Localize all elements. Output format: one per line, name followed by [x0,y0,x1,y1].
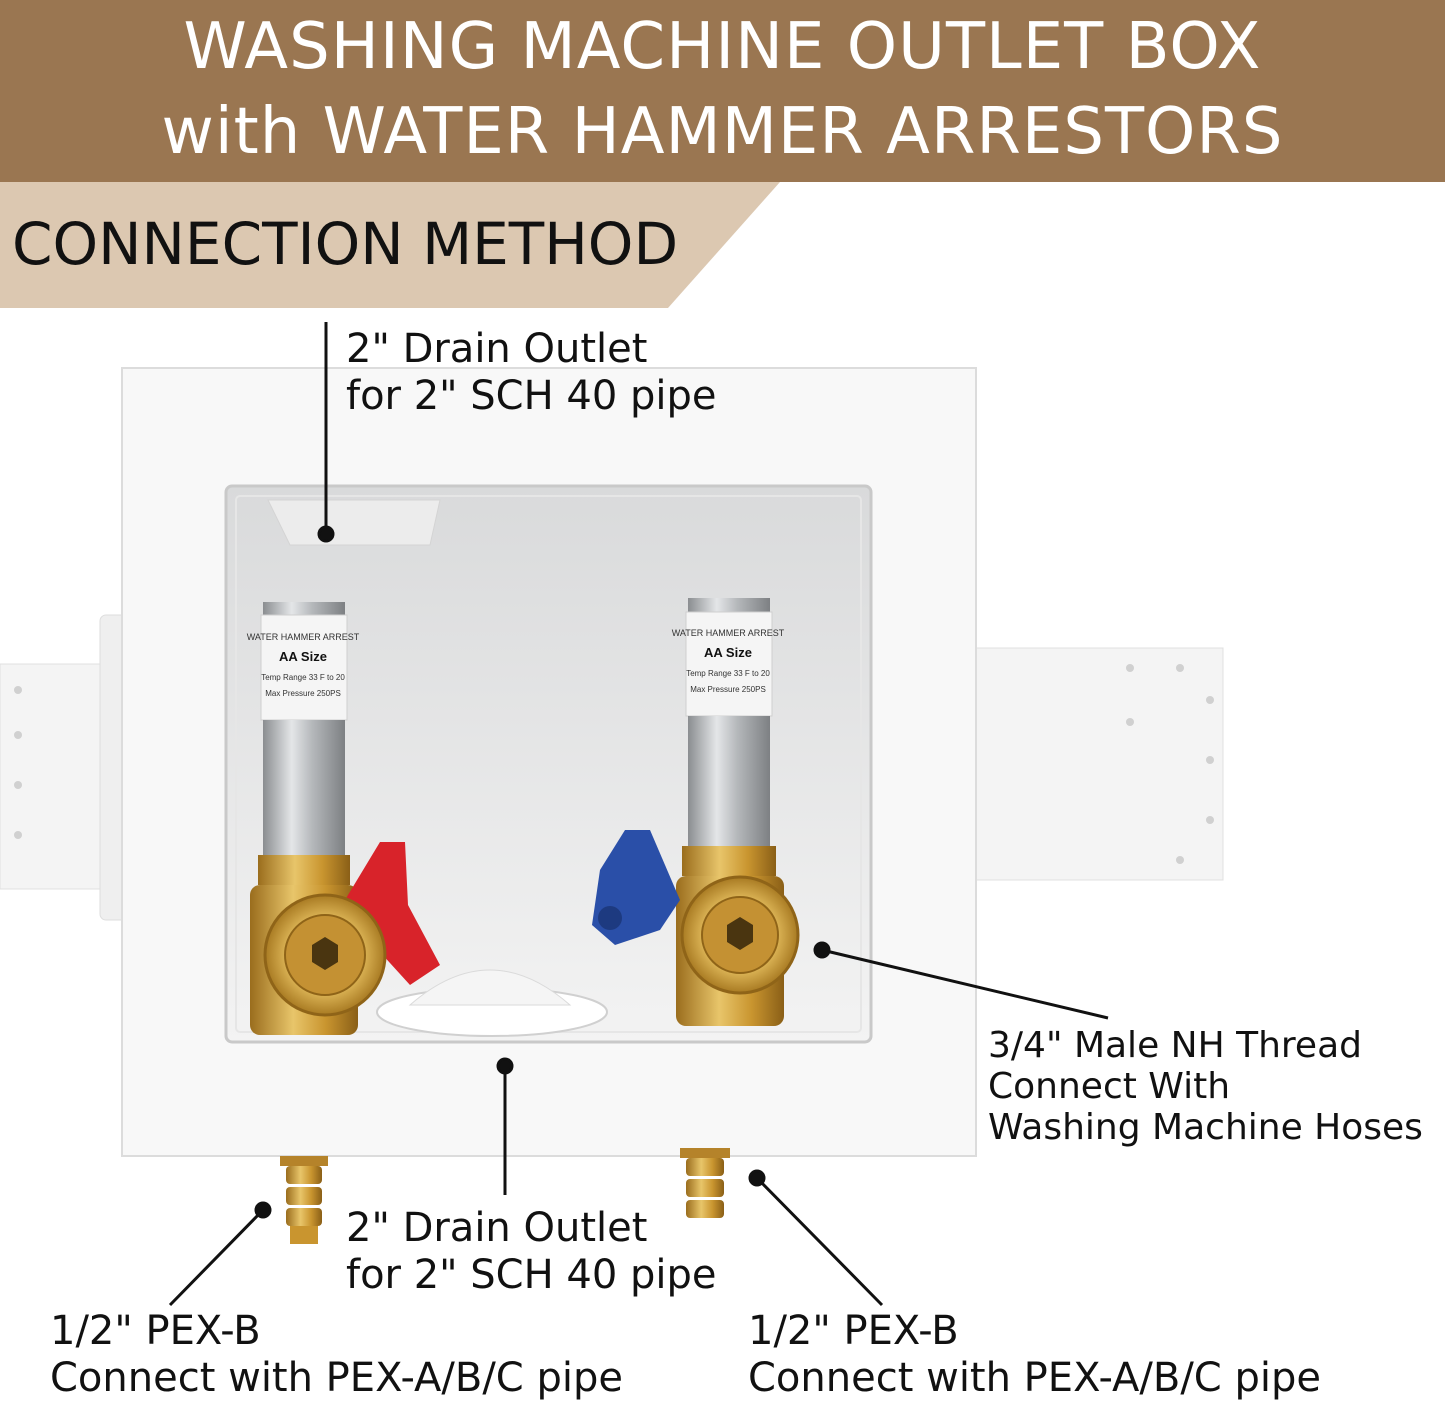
svg-text:AA Size: AA Size [279,649,327,664]
svg-text:Max Pressure 250PS: Max Pressure 250PS [265,689,341,698]
top-drain-opening [267,499,441,546]
callout-thread-line-2: Connect With [988,1066,1231,1107]
callout-drain-top-line-2: for 2" SCH 40 pipe [346,373,717,419]
hot-water-valve [250,602,440,1035]
svg-text:WATER HAMMER ARREST: WATER HAMMER ARREST [247,632,360,642]
hot-arrestor-label: WATER HAMMER ARREST AA Size Temp Range 3… [247,632,360,698]
right-mounting-flange [974,647,1224,881]
callout-pex-left-line-1: 1/2" PEX-B [50,1308,261,1354]
svg-text:Max Pressure 250PS: Max Pressure 250PS [690,685,766,694]
callout-drain-top-line-1: 2" Drain Outlet [346,326,648,372]
svg-text:WATER HAMMER ARREST: WATER HAMMER ARREST [672,628,785,638]
callout-drain-top: 2" Drain Outlet for 2" SCH 40 pipe [346,326,717,420]
callout-pex-left-line-2: Connect with PEX-A/B/C pipe [50,1355,623,1401]
left-pex-fitting [280,1156,328,1244]
callout-drain-bottom-line-1: 2" Drain Outlet [346,1205,648,1251]
callout-pex-left: 1/2" PEX-B Connect with PEX-A/B/C pipe [50,1308,623,1402]
callout-thread-line-1: 3/4" Male NH Thread [988,1025,1362,1066]
banner-title-line-1: WASHING MACHINE OUTLET BOX [183,10,1262,84]
svg-text:AA Size: AA Size [704,645,752,660]
right-pex-fitting [680,1148,730,1218]
callout-leader-lines [168,322,1109,1307]
title-banner: WASHING MACHINE OUTLET BOX with WATER HA… [0,0,1445,182]
callout-pex-right-line-2: Connect with PEX-A/B/C pipe [748,1355,1321,1401]
callout-drain-bottom-line-2: for 2" SCH 40 pipe [346,1252,717,1298]
banner-title-line-2: with WATER HAMMER ARRESTORS [161,95,1284,169]
cold-arrestor-label: WATER HAMMER ARREST AA Size Temp Range 3… [672,628,785,694]
cold-water-valve [592,598,800,1026]
callout-pex-right: 1/2" PEX-B Connect with PEX-A/B/C pipe [748,1308,1321,1402]
section-tag-label: CONNECTION METHOD [12,210,679,278]
callout-thread: 3/4" Male NH Thread Connect With Washing… [988,1025,1423,1148]
hot-handle [345,842,440,985]
left-mounting-flange [0,614,136,921]
callout-drain-bottom: 2" Drain Outlet for 2" SCH 40 pipe [346,1205,717,1299]
section-tag-background [0,182,780,308]
callout-thread-line-3: Washing Machine Hoses [988,1107,1423,1148]
svg-text:Temp Range 33 F to 20: Temp Range 33 F to 20 [686,669,770,678]
svg-text:Temp Range 33 F to 20: Temp Range 33 F to 20 [261,673,345,682]
callout-pex-right-line-1: 1/2" PEX-B [748,1308,959,1354]
